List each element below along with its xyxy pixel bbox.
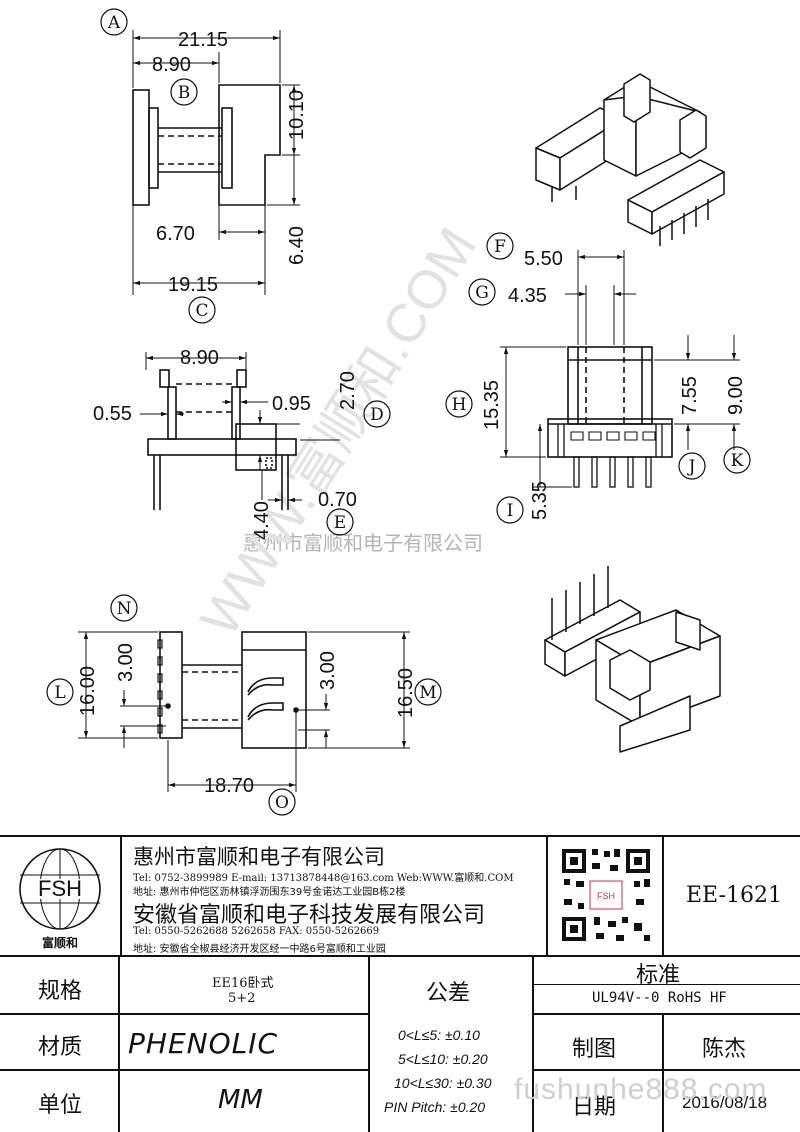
dim-4-40: 4.40 [251, 501, 273, 540]
dim-3-00-right: 3.00 [317, 651, 339, 690]
dim-5-50: 5.50 [524, 248, 563, 270]
front-view [132, 30, 300, 295]
dim-7-55: 7.55 [679, 376, 701, 415]
dim-3-00-left: 3.00 [115, 643, 137, 682]
logo-letters: FSH [38, 876, 82, 901]
dim-2-70: 2.70 [337, 371, 359, 410]
marker-m: M [419, 683, 436, 703]
qr-label: FSH [597, 891, 615, 901]
watermark-company: 惠州市富顺和电子有限公司 [243, 532, 483, 555]
qr-code[interactable]: FSH [556, 841, 656, 949]
company-logo: FSH 富顺和 [10, 839, 110, 951]
dim-0-70: 0.70 [318, 489, 357, 511]
marker-b: B [178, 83, 191, 103]
logo-name: 富顺和 [42, 935, 78, 950]
dim-0-95: 0.95 [272, 393, 311, 415]
bottom-view-labels: 16.00 3.00 3.00 16.50 18.70 [77, 643, 417, 797]
date-label: 日期 [572, 1095, 617, 1120]
isometric-view-bottom [544, 566, 721, 753]
dim-16-00: 16.00 [77, 666, 99, 716]
dim-0-55: 0.55 [93, 403, 132, 425]
globe-icon: FSH 富顺和 [19, 848, 101, 950]
tolerance-4: PIN Pitch: ±0.20 [384, 1099, 486, 1115]
dim-16-50: 16.50 [395, 668, 417, 718]
material-value: PHENOLIC [128, 1027, 279, 1060]
marker-o: O [275, 793, 289, 813]
side-view-labels: 8.90 0.55 0.95 2.70 0.70 4.40 [93, 347, 359, 540]
marker-g: G [475, 283, 489, 303]
side-view [140, 352, 340, 510]
dim-10-10: 10.10 [286, 90, 308, 140]
isometric-view-top [535, 73, 725, 246]
tolerance-1: 0<L≤5: ±0.10 [398, 1027, 480, 1043]
marker-e: E [334, 513, 346, 533]
marker-n: N [117, 599, 132, 619]
marker-d: D [370, 405, 384, 425]
company-contact-1: Tel: 0752-3899989 E-mail: 13713878448@16… [133, 873, 514, 884]
marker-l: L [54, 683, 65, 703]
watermark-url: fushunhe888.com [514, 1073, 768, 1106]
dim-6-40: 6.40 [286, 226, 308, 265]
marker-f: F [494, 237, 506, 257]
spec-value-2: 5+2 [228, 991, 256, 1006]
standard-label: 标准 [636, 963, 681, 988]
unit-value: MM [218, 1085, 263, 1115]
spec-label: 规格 [38, 979, 83, 1004]
qr-code-icon: FSH [558, 845, 654, 945]
marker-a: A [107, 13, 121, 33]
tolerance-3: 10<L≤30: ±0.30 [394, 1075, 492, 1091]
right-view [500, 250, 740, 488]
company-address-2: 地址: 安徽省全椒县经济开发区经一中路6号富顺和工业园 [133, 944, 386, 955]
company-name-2: 安徽省富顺和电子科技发展有限公司 [133, 903, 486, 928]
dim-21-15: 21.15 [178, 29, 228, 51]
marker-h: H [452, 395, 467, 415]
drawn-label: 制图 [572, 1037, 617, 1062]
technical-drawing: 惠州市富顺和电子有限公司 WWW.富顺和.COM 21.15 [46, 8, 751, 816]
markers [46, 8, 751, 816]
dim-9-00: 9.00 [725, 376, 747, 415]
bottom-view [78, 631, 410, 792]
dim-8-90-side: 8.90 [180, 347, 219, 369]
watermark-site: WWW.富顺和.COM [189, 218, 488, 647]
unit-label: 单位 [38, 1093, 83, 1118]
dim-8-90: 8.90 [152, 54, 191, 76]
company-address-1: 地址: 惠州市仲恺区沥林镇浮沥围东39号金诺达工业园B栋2楼 [133, 887, 406, 898]
tolerance-2: 5<L≤10: ±0.20 [398, 1051, 488, 1067]
marker-k: K [731, 451, 744, 471]
standard-value: UL94V--0 RoHS HF [592, 990, 727, 1006]
tolerance-label: 公差 [426, 981, 471, 1006]
material-label: 材质 [38, 1035, 83, 1060]
company-name-1: 惠州市富顺和电子有限公司 [133, 845, 385, 869]
dim-19-15: 19.15 [168, 274, 218, 296]
dim-5-35: 5.35 [529, 481, 551, 520]
company-contact-2: Tel: 0550-5262688 5262658 FAX: 0550-5262… [133, 926, 380, 937]
dim-15-35: 15.35 [481, 380, 503, 430]
spec-value-1: EE16卧式 [212, 976, 274, 991]
marker-c: C [195, 301, 208, 321]
dim-18-70: 18.70 [204, 775, 254, 797]
right-view-labels: 5.50 4.35 15.35 7.55 9.00 5.35 [481, 248, 747, 520]
marker-letters: A B C D E F G H I J K L M N O [54, 13, 743, 813]
part-number: EE-1621 [686, 883, 782, 908]
marker-j: J [687, 457, 696, 477]
title-block: FSH 富顺和 惠州市富顺和电子有限公司 Tel: 0752-3899989 E… [0, 835, 800, 1132]
watermark: 惠州市富顺和电子有限公司 WWW.富顺和.COM [189, 218, 488, 647]
front-view-labels: 21.15 8.90 10.10 6.40 6.70 19.15 [152, 29, 308, 296]
date-value: 2016/08/18 [682, 1093, 768, 1112]
dim-4-35: 4.35 [508, 285, 547, 307]
marker-i: I [507, 501, 514, 521]
dim-6-70: 6.70 [156, 223, 195, 245]
drawn-value: 陈杰 [702, 1037, 747, 1062]
